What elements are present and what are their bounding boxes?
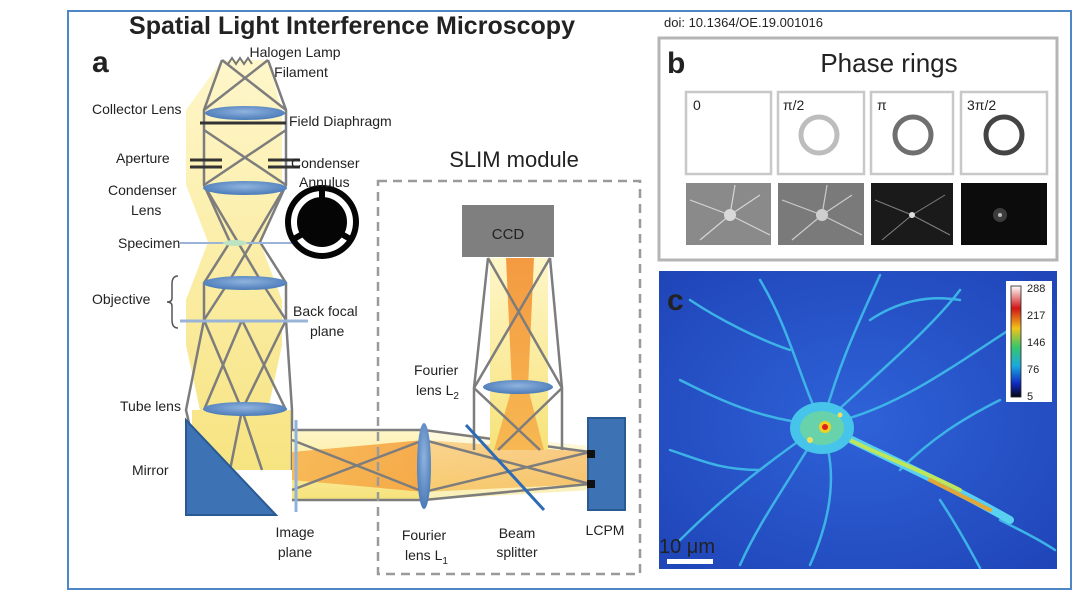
label-condenser-lens-2: Lens [131, 202, 161, 218]
label-aperture: Aperture [116, 150, 170, 166]
ring-pi-half-icon [798, 114, 840, 156]
phase-ring-0: 0 [684, 90, 773, 176]
label-mirror: Mirror [132, 462, 169, 478]
phase-ring-pi: π [869, 90, 955, 176]
collector-lens [205, 106, 285, 120]
slim-module-box [376, 179, 642, 576]
label-back-focal-2: plane [310, 323, 344, 339]
objective-brace [166, 275, 179, 329]
scale-bar [667, 559, 713, 564]
figure-frame [67, 10, 1072, 590]
colorbar-tick-146: 146 [1027, 337, 1045, 349]
label-condenser-annulus-1: Condenser [291, 155, 360, 171]
slim-module-label: SLIM module [449, 147, 579, 172]
panel-c-letter: c [667, 284, 684, 317]
label-collector-lens: Collector Lens [92, 101, 182, 117]
lcpm [587, 417, 626, 511]
fourier-lens-l2 [483, 380, 553, 394]
colorbar-tick-288: 288 [1027, 283, 1045, 295]
phase-image-pi [871, 183, 953, 245]
panel-a-letter: a [92, 46, 109, 79]
colorbar-tick-217: 217 [1027, 310, 1045, 322]
phase-image-0 [686, 183, 771, 245]
svg-text:lens L2: lens L2 [416, 382, 459, 402]
mirror [185, 417, 279, 516]
label-fourier-l2-2: lens L [416, 382, 454, 398]
phase-ring-3pi-half-label: 3π/2 [967, 97, 996, 113]
phase-ring-pi-label: π [877, 97, 887, 113]
figure-title: Spatial Light Interference Microscopy [129, 12, 575, 40]
label-field-diaphragm: Field Diaphragm [289, 113, 392, 129]
phase-ring-3pi-half: 3π/2 [959, 90, 1049, 176]
label-condenser-lens-1: Condenser [108, 182, 177, 198]
label-fourier-l1-sub: 1 [442, 556, 448, 567]
colorbar: 288 217 146 76 5 [1006, 281, 1052, 403]
scale-bar-label: 10 μm [659, 536, 715, 558]
label-halogen-1: Halogen Lamp [249, 44, 340, 60]
panel-b-title: Phase rings [820, 48, 957, 78]
colorbar-tick-76: 76 [1027, 364, 1039, 376]
phase-ring-pi-half-label: π/2 [783, 97, 805, 113]
label-halogen-2: Filament [274, 64, 328, 80]
ring-pi-icon [892, 114, 934, 156]
beam-splitter [464, 423, 546, 512]
label-fourier-l1-2: lens L [405, 547, 443, 563]
label-beam-splitter-2: splitter [496, 544, 538, 560]
phase-image-3pi-half [961, 183, 1047, 245]
label-objective: Objective [92, 291, 151, 307]
label-tube-lens: Tube lens [120, 398, 181, 414]
condenser-lens [203, 181, 287, 195]
phase-ring-pi-half: π/2 [776, 90, 866, 176]
ccd-label: CCD [492, 226, 525, 243]
svg-text:lens L1: lens L1 [405, 547, 448, 567]
label-image-plane-1: Image [276, 524, 315, 540]
label-fourier-l2-sub: 2 [453, 391, 459, 402]
condenser-annulus-icon [285, 185, 359, 259]
ring-3pi-half-icon [983, 114, 1025, 156]
objective-lens [203, 276, 287, 290]
tube-lens [203, 402, 287, 416]
label-fourier-l2-1: Fourier [414, 362, 459, 378]
label-image-plane-2: plane [278, 544, 312, 560]
panel-b-letter: b [667, 47, 685, 80]
fourier-lens-l1 [417, 423, 431, 509]
optical-path-vertical [472, 257, 564, 451]
label-lcpm: LCPM [586, 522, 625, 538]
slim-phase-image [659, 271, 1057, 570]
label-fourier-l1-1: Fourier [402, 527, 447, 543]
phase-ring-0-label: 0 [693, 97, 701, 113]
label-back-focal-1: Back focal [293, 303, 358, 319]
label-beam-splitter-1: Beam [499, 525, 536, 541]
colorbar-tick-5: 5 [1027, 391, 1033, 403]
label-specimen: Specimen [118, 235, 180, 251]
doi-label: doi: 10.1364/OE.19.001016 [664, 15, 823, 30]
label-condenser-annulus-2: Annulus [299, 174, 350, 190]
phase-image-pi-half [778, 183, 864, 245]
ccd-camera [462, 205, 554, 257]
